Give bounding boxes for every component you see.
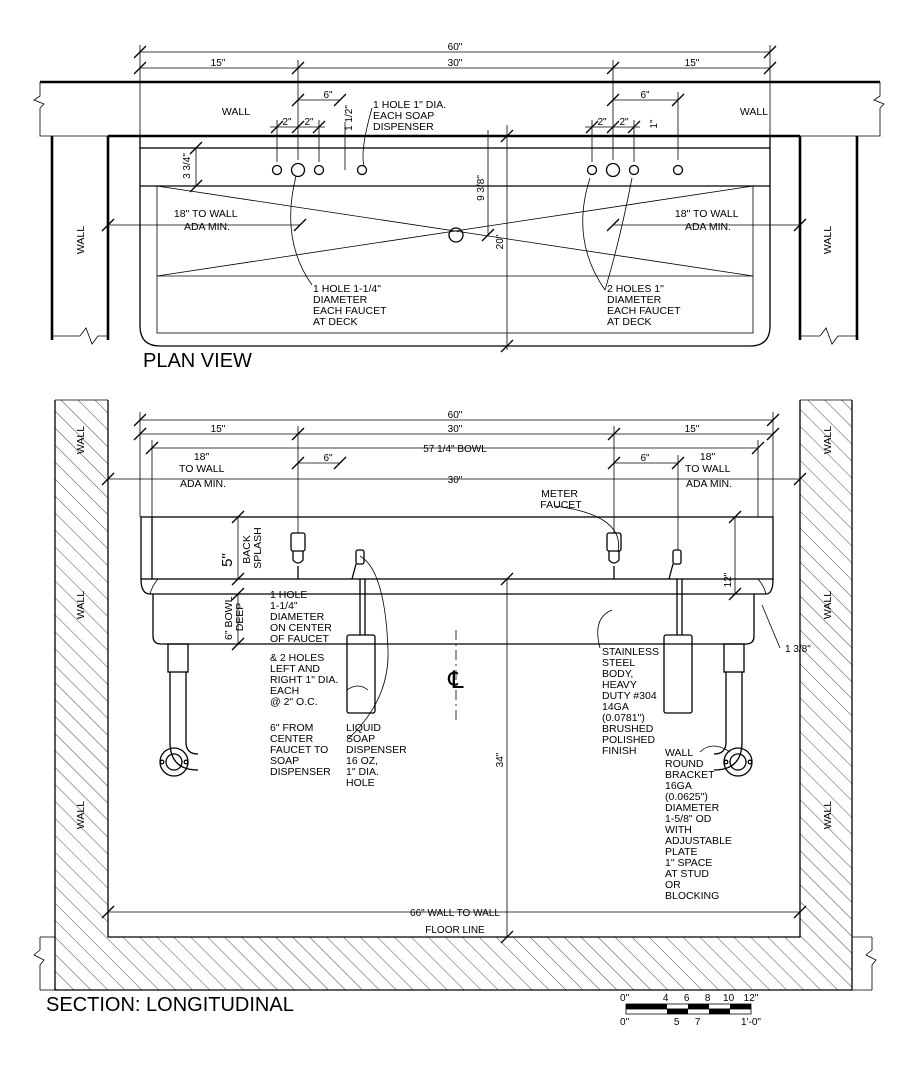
sec-note-bracket: WALL ROUND BRACKET 16GA (0.0625") DIAMET… bbox=[665, 747, 735, 902]
scale-top-labels: 0" 4 6 8 10 12" bbox=[620, 993, 759, 1004]
plan-dim-left-2b: 2" bbox=[304, 117, 314, 128]
plan-wall-side-right: WALL bbox=[822, 226, 834, 254]
plan-dim-left-6: 6" bbox=[323, 90, 333, 101]
centerline-symbol: ℄ bbox=[447, 667, 464, 694]
plan-wall-side-left: WALL bbox=[75, 226, 87, 254]
scale-bottom-labels: 0" 5 7 1'-0" bbox=[620, 1017, 761, 1028]
plan-dim-left-15: 15" bbox=[211, 58, 226, 69]
scale-bar: 0" 4 6 8 10 12" 0" 5 7 1'-0" bbox=[620, 993, 761, 1028]
plan-note-soap: 1 HOLE 1" DIA. EACH SOAP DISPENSER bbox=[373, 99, 449, 133]
sec-wall-1: WALL bbox=[75, 426, 87, 454]
left-soap-dispenser bbox=[346, 549, 376, 714]
sec-dim-left-15: 15" bbox=[211, 424, 226, 435]
plan-dim-soap-1-5: 1 1/2" bbox=[344, 105, 355, 131]
plan-dim-right-1: 1" bbox=[649, 119, 660, 129]
plan-wall-top-right: WALL bbox=[740, 106, 768, 118]
plan-title: PLAN VIEW bbox=[143, 350, 252, 372]
plan-note-ada-right: 18" TO WALL ADA MIN. bbox=[675, 208, 741, 233]
sec-backsplash-text: BACK SPLASH bbox=[241, 527, 264, 568]
sec-ada-right: 18" TO WALL ADA MIN. bbox=[685, 451, 733, 490]
plan-dim-right-2a: 2" bbox=[597, 117, 607, 128]
sec-note-holes: 1 HOLE 1-1/4" DIAMETER ON CENTER OF FAUC… bbox=[270, 589, 341, 778]
sec-ada-left: 18" TO WALL ADA MIN. bbox=[179, 451, 227, 490]
left-faucet bbox=[290, 532, 306, 579]
right-faucet bbox=[606, 532, 622, 579]
sec-dim-height-34: 34" bbox=[495, 752, 506, 767]
plan-dim-right-2b: 2" bbox=[619, 117, 629, 128]
plan-view: 60" 15" 30" 15" 6" 6" 2" 2" 2" 2" 1" 1 1… bbox=[33, 42, 885, 372]
plan-note-faucet-right: 2 HOLES 1" DIAMETER EACH FAUCET AT DECK bbox=[607, 283, 683, 328]
sec-wall-4: WALL bbox=[822, 426, 834, 454]
plan-dim-center-30: 30" bbox=[448, 58, 463, 69]
right-soap-dispenser bbox=[663, 549, 693, 714]
sec-wall-2: WALL bbox=[75, 591, 87, 619]
sec-floor-line: FLOOR LINE bbox=[425, 925, 485, 936]
plan-note-ada-left: 18" TO WALL ADA MIN. bbox=[174, 208, 240, 233]
sec-note-soap: LIQUID SOAP DISPENSER 16 OZ, 1" DIA. HOL… bbox=[346, 722, 410, 789]
section-title: SECTION: LONGITUDINAL bbox=[46, 994, 294, 1016]
plan-dim-right-6: 6" bbox=[640, 90, 650, 101]
right-bracket bbox=[713, 643, 753, 777]
sec-dim-edge-1-375: 1 3/8" bbox=[785, 644, 811, 655]
sec-wall-3: WALL bbox=[75, 801, 87, 829]
sec-meter-faucet: METER FAUCET bbox=[540, 488, 582, 511]
sec-dim-wall-to-wall: 66" WALL TO WALL bbox=[410, 908, 500, 919]
sec-backsplash-num: 5" bbox=[219, 553, 236, 567]
plan-dim-deck-3-75: 3 3/4" bbox=[182, 153, 193, 179]
sec-dim-left-6: 6" bbox=[323, 453, 333, 464]
sec-wall-5: WALL bbox=[822, 591, 834, 619]
sec-dim-center-30: 30" bbox=[448, 424, 463, 435]
sec-wall-6: WALL bbox=[822, 801, 834, 829]
plan-dim-overall: 60" bbox=[448, 42, 463, 53]
left-bracket bbox=[159, 643, 199, 777]
plan-dim-right-15: 15" bbox=[685, 58, 700, 69]
sec-dim-right-6: 6" bbox=[640, 453, 650, 464]
plan-dim-left-2a: 2" bbox=[282, 117, 292, 128]
section-wall-hatch bbox=[55, 400, 852, 990]
sec-dim-right-15: 15" bbox=[685, 424, 700, 435]
plan-note-faucet-left: 1 HOLE 1-1/4" DIAMETER EACH FAUCET AT DE… bbox=[313, 283, 389, 328]
sec-dim-height-12: 12" bbox=[723, 572, 734, 587]
plan-dim-center-9-375: 9 3/8" bbox=[476, 175, 487, 201]
plan-dim-depth-20: 20" bbox=[495, 234, 506, 249]
sec-note-steel: STAINLESS STEEL BODY, HEAVY DUTY #304 14… bbox=[602, 646, 662, 757]
section-view: ℄ bbox=[33, 399, 877, 1016]
sec-bowl-depth: 6" BOWL DEEP bbox=[223, 594, 246, 640]
plan-wall-top-left: WALL bbox=[222, 106, 250, 118]
sec-dim-bowl: 57 1/4" BOWL bbox=[423, 444, 487, 455]
sec-dim-overall: 60" bbox=[448, 410, 463, 421]
sec-dim-inner-30: 30" bbox=[448, 475, 463, 486]
